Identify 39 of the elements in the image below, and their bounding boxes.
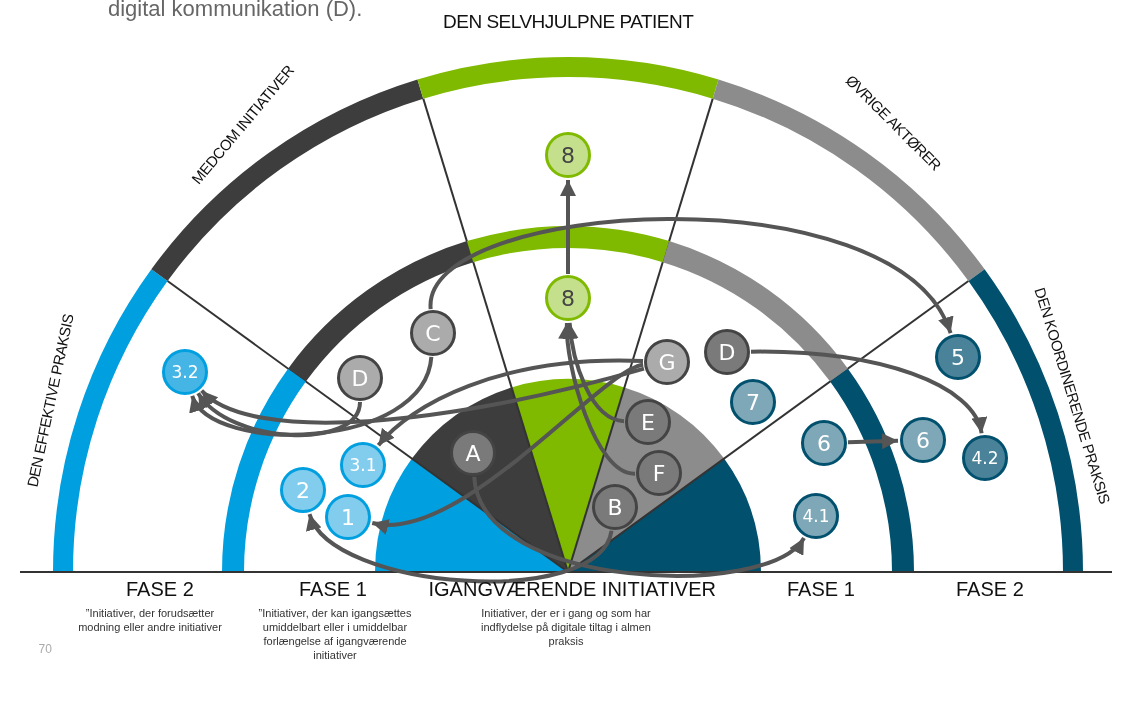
initiative-circle: 4.1	[793, 493, 839, 539]
arrow	[196, 392, 362, 437]
phase-label: FASE 2	[956, 577, 1024, 601]
phase-label: FASE 2	[126, 577, 194, 601]
phase-description: ”Initiativer, der forudsætter modning eller andre initiativer	[77, 606, 223, 634]
initiative-circle: 8	[545, 275, 591, 321]
initiative-circle: D	[337, 355, 383, 401]
arrow	[428, 217, 953, 335]
initiative-circle: 8	[545, 132, 591, 178]
initiative-circle: 3.1	[340, 442, 386, 488]
initiative-circle: 1	[325, 494, 371, 540]
initiative-circle: 3.2	[162, 349, 208, 395]
arrow	[200, 366, 645, 425]
initiative-circle: 6	[900, 417, 946, 463]
arrow	[559, 322, 636, 476]
arrow	[472, 476, 806, 578]
arrow	[847, 433, 899, 450]
arrow	[750, 349, 985, 434]
arrow	[372, 362, 644, 533]
phase-label: FASE 1	[299, 577, 367, 601]
heading-fragment: digital kommunikation (D).	[108, 0, 363, 22]
arrow	[376, 358, 644, 447]
initiative-circle: 4.2	[962, 435, 1008, 481]
arrow	[560, 180, 576, 274]
phase-label: IGANGVÆRENDE INITIATIVER	[428, 577, 716, 601]
arrow	[307, 513, 614, 584]
phase-description: ”Initiativer, der kan igangsættes umiddelbart eller i umiddelbar forlængelse af igangværende initiativer	[257, 606, 413, 662]
initiative-circle: D	[704, 329, 750, 375]
initiative-circle: C	[410, 310, 456, 356]
initiative-circle: 7	[730, 379, 776, 425]
initiative-circle: 6	[801, 420, 847, 466]
phase-label: FASE 1	[787, 577, 855, 601]
page-number: 70	[38, 642, 52, 656]
sector-title: DEN SELVHJULPNE PATIENT	[443, 11, 694, 33]
initiative-circle: G	[644, 339, 690, 385]
initiative-circle: 5	[935, 334, 981, 380]
arrow	[190, 356, 434, 437]
initiative-circle: 2	[280, 467, 326, 513]
phase-description: Initiativer, der er i gang og som har indflydelse på digitale tiltag i almen praksis	[480, 606, 652, 648]
